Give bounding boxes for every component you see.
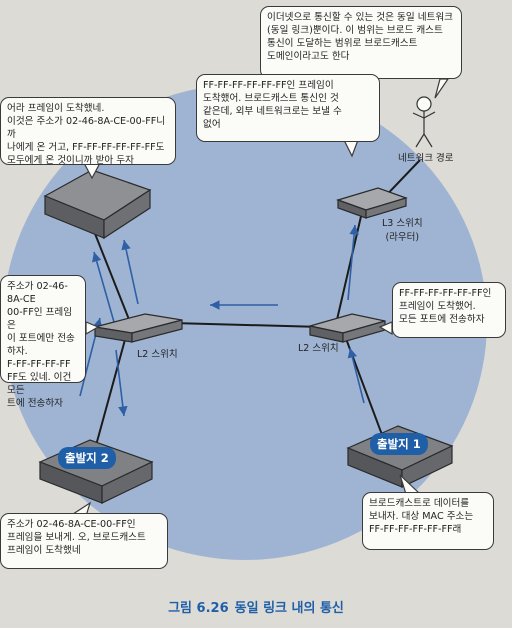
speech-bubble-broadcast-domain: 이더넷으로 통신할 수 있는 것은 동일 네트워크 (동일 링크)뿐이다. 이 … [260,6,462,79]
speech-bubble-l3-switch: FF-FF-FF-FF-FF-FF인 프레임이 도착했어. 브로드캐스트 통신인… [196,74,380,142]
l3-switch-label: L3 스위치 (라우터) [382,218,423,243]
l3-switch-icon [336,187,408,219]
right-l2-switch-label: L2 스위치 [298,343,339,354]
stick-figure-icon [412,96,436,148]
speech-bubble-right-l2-switch: FF-FF-FF-FF-FF-FF인 프레임이 도착했어. 모든 포트에 전송하… [392,282,506,338]
speech-bubble-left-l2-switch: 주소가 02-46-8A-CE 00-FF인 프레임은 이 포트에만 전송하자.… [0,275,86,409]
figure-caption: 그림 6.26 동일 링크 내의 통신 [0,597,512,616]
left-l2-switch-icon [94,313,183,343]
right-l2-switch-icon [309,313,386,343]
origin-2-badge: 출발지 2 [58,447,116,469]
origin-1-badge: 출발지 1 [370,433,428,455]
speech-bubble-receiving-host: 어라 프레임이 도착했네. 이것은 주소가 02-46-8A-CE-00-FF니… [0,97,176,166]
figure-number: 그림 6.26 [168,601,229,616]
speech-bubble-origin-1: 브로드캐스트로 데이터를 보내자. 대상 MAC 주소는 FF-FF-FF-FF… [362,492,494,550]
top-left-host-icon [43,169,152,240]
figure-title: 동일 링크 내의 통신 [234,601,344,616]
speech-bubble-origin-2: 주소가 02-46-8A-CE-00-FF인 프레임을 보내게. 오, 브로드캐… [0,513,168,569]
left-l2-switch-label: L2 스위치 [137,349,178,360]
network-path-label: 네트워크 경로 [398,153,454,164]
